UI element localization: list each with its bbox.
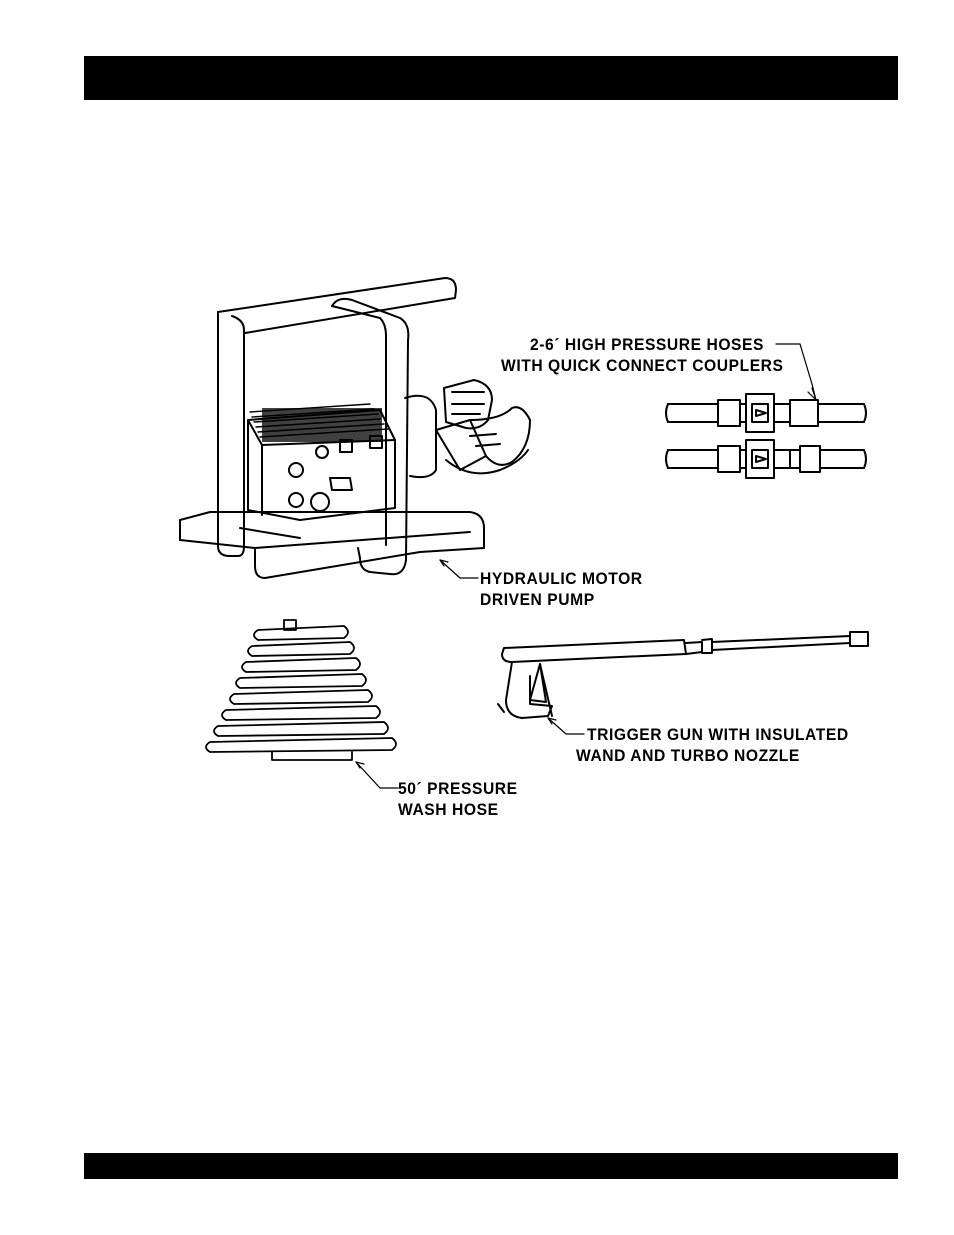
pump-drawing — [180, 278, 530, 578]
gun-label-line2: WAND AND TURBO NOZZLE — [576, 745, 800, 766]
hoses-drawing — [666, 394, 866, 478]
coil-hose-drawing — [206, 620, 396, 760]
pump-label-line1: HYDRAULIC MOTOR — [480, 568, 643, 589]
hoses-label-line1: 2-6´ HIGH PRESSURE HOSES — [530, 334, 764, 355]
washhose-label-line1: 50´ PRESSURE — [398, 778, 518, 799]
trigger-gun-drawing — [498, 632, 868, 718]
hoses-label-line2: WITH QUICK CONNECT COUPLERS — [501, 355, 784, 376]
gun-label-line1: TRIGGER GUN WITH INSULATED — [587, 724, 849, 745]
pump-label-line2: DRIVEN PUMP — [480, 589, 595, 610]
washhose-label-line2: WASH HOSE — [398, 799, 499, 820]
